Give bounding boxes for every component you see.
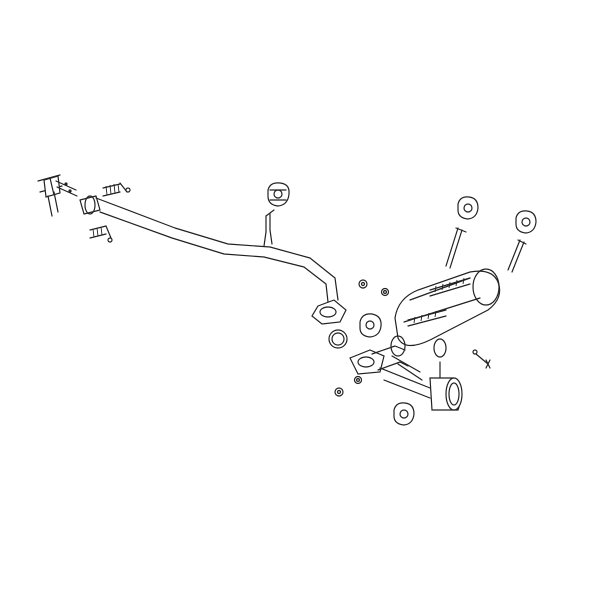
spring-bolts-upper bbox=[102, 182, 131, 197]
clamp-bolt bbox=[472, 349, 491, 369]
nut-1 bbox=[358, 279, 368, 289]
muffler bbox=[390, 268, 501, 358]
front-pipe-hanger bbox=[263, 209, 275, 247]
nut-2 bbox=[380, 287, 390, 297]
rubber-hanger-4 bbox=[515, 210, 537, 234]
rubber-hanger-1 bbox=[267, 182, 290, 207]
exhaust-tip bbox=[429, 377, 463, 411]
rubber-hanger-2 bbox=[359, 313, 382, 338]
tailpipe bbox=[379, 361, 441, 399]
spring-bolts-lower bbox=[89, 225, 113, 243]
nut-4 bbox=[334, 387, 344, 397]
gasket-ring bbox=[328, 329, 348, 349]
inlet-flange-studs bbox=[37, 174, 78, 217]
nut-3 bbox=[353, 375, 363, 385]
rubber-hanger-5 bbox=[393, 402, 415, 426]
muffler-hanger-right bbox=[507, 239, 527, 273]
muffler-hanger-left bbox=[445, 227, 467, 269]
front-pipe bbox=[79, 195, 347, 325]
y-pipe-flange bbox=[349, 345, 423, 381]
rubber-hanger-3 bbox=[457, 196, 479, 220]
